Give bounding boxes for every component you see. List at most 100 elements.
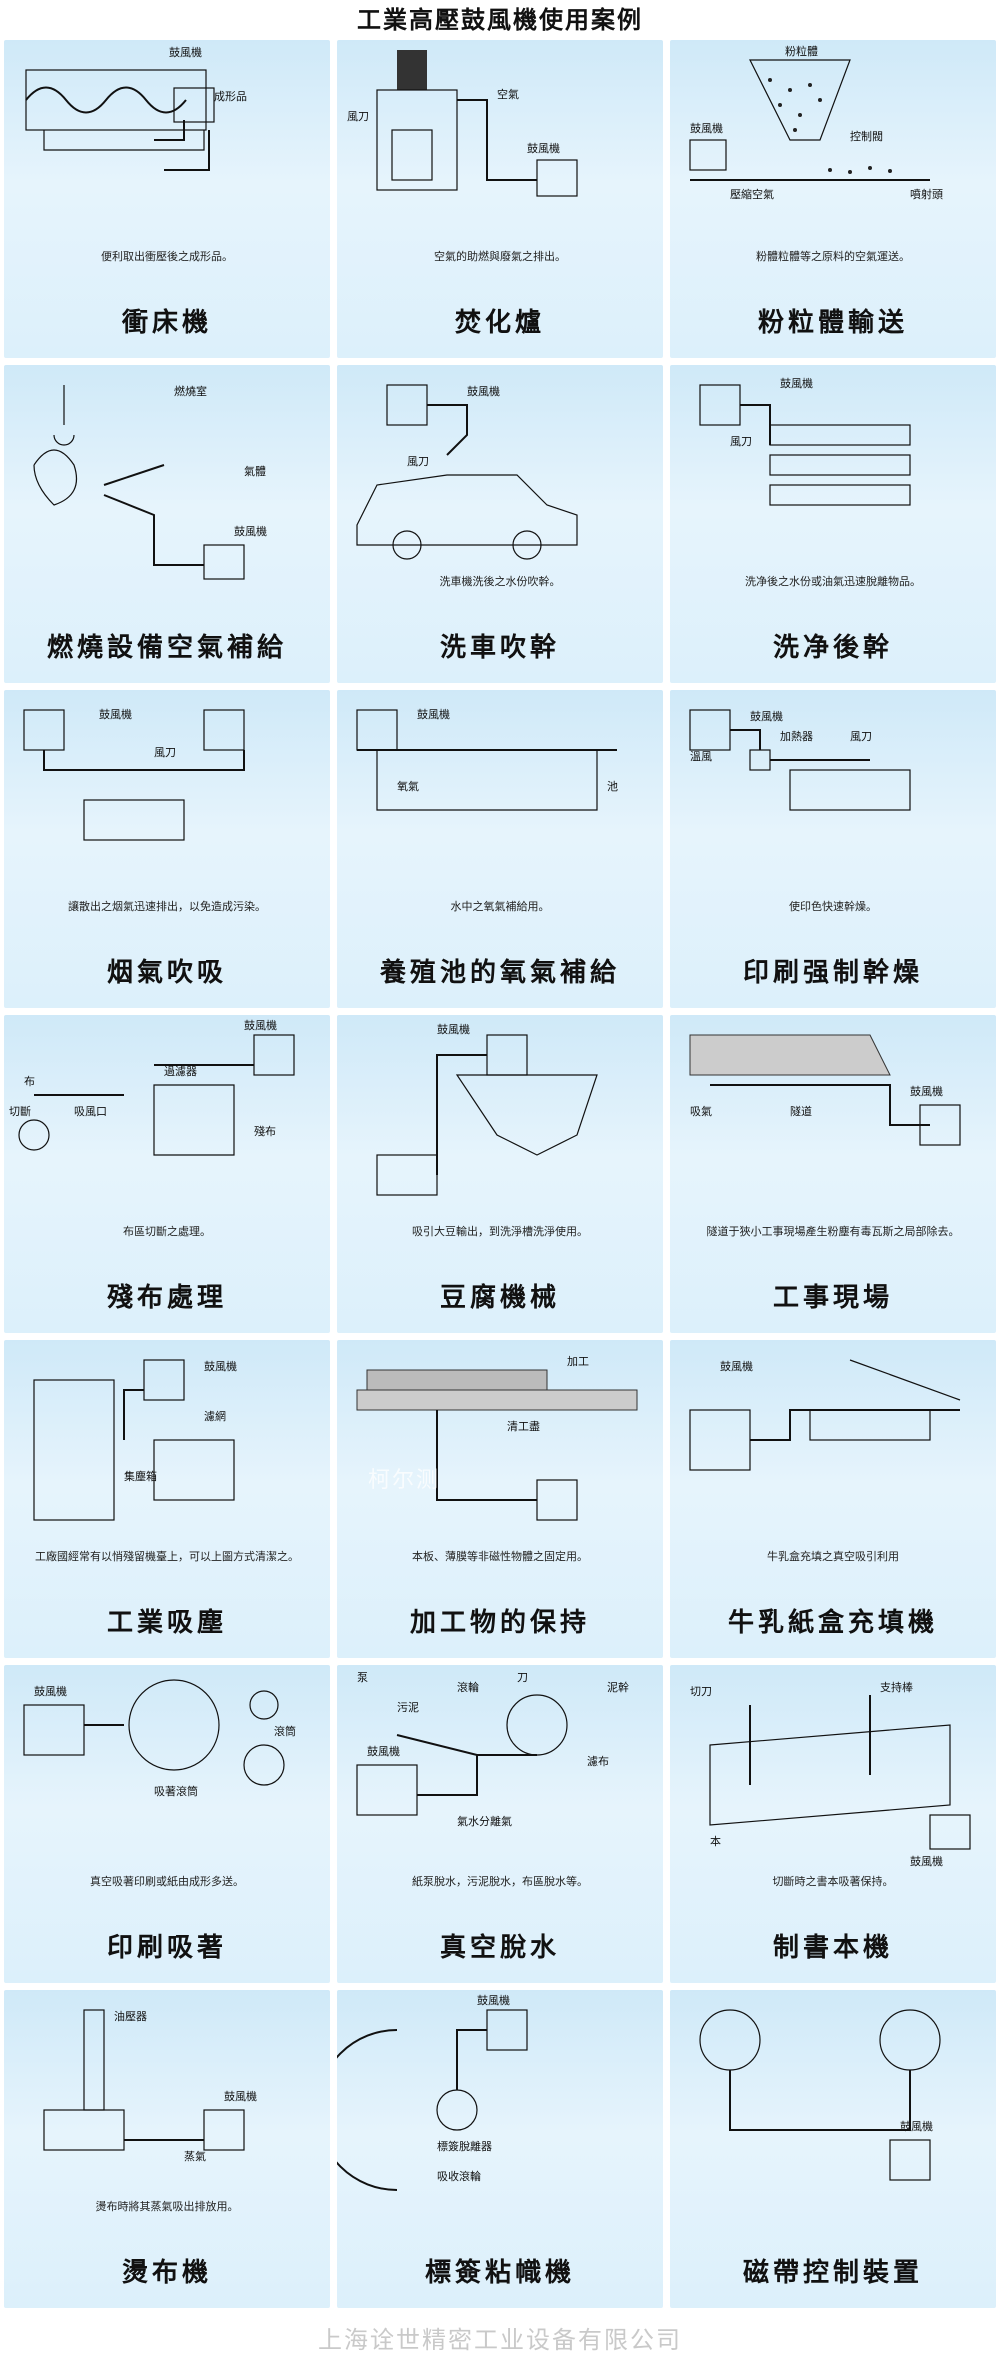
card-caption: 工廠國經常有以悄殘留機臺上，可以上圖方式清潔之。 <box>35 1550 299 1563</box>
label-roller: 滾筒 <box>274 1724 296 1738</box>
card-caption: 便利取出衝壓後之成形品。 <box>101 250 233 263</box>
card-title: 燃燒設備空氣補給 <box>46 633 287 663</box>
card-combustion-air: 燃燒室 氣體 鼓風機 燃燒設備空氣補給 <box>4 365 330 683</box>
label-blower: 鼓風機 <box>34 1684 67 1698</box>
label-knife: 風刀 <box>154 746 176 759</box>
card-construction-site: 鼓風機 吸氣 隧道 隧道于狹小工事現場產生粉塵有毒瓦斯之局部除去。 工事現場 <box>670 1015 996 1333</box>
label-wheel: 滾輪 <box>457 1680 479 1694</box>
card-caption: 吸引大豆輸出，到洗淨槽洗淨使用。 <box>412 1225 588 1238</box>
card-workpiece-holding: 加工 清工盡 本板、薄膜等非磁性物體之固定用。 加工物的保持 <box>337 1340 663 1658</box>
label-air: 空氣 <box>497 87 519 101</box>
label-cloth: 濾布 <box>587 1754 609 1768</box>
label-oxygen: 氧氣 <box>397 779 419 793</box>
label-blower: 鼓風機 <box>780 376 813 390</box>
label-nozzle: 噴射頭 <box>910 187 943 201</box>
card-caption: 布區切斷之處理。 <box>123 1225 211 1238</box>
milk-carton-diagram: 鼓風機 <box>689 1359 961 1471</box>
card-title: 豆腐機械 <box>439 1283 560 1313</box>
label-waste: 殘布 <box>254 1124 276 1138</box>
label-work: 加工 <box>567 1355 589 1368</box>
wash-dry-diagram: 鼓風機 風刀 <box>699 376 911 506</box>
label-knife: 切刀 <box>690 1685 712 1698</box>
label-oil: 油壓器 <box>114 2009 147 2023</box>
card-title: 印刷吸著 <box>106 1933 227 1963</box>
label-valve: 控制閥 <box>850 129 883 143</box>
label-blower: 鼓風機 <box>204 1359 237 1373</box>
label-air: 壓縮空氣 <box>730 187 774 201</box>
construction-diagram: 鼓風機 吸氣 隧道 <box>689 1034 961 1146</box>
label-separator: 氣水分離氣 <box>457 1814 512 1828</box>
label-knife: 風刀 <box>407 455 429 468</box>
card-caption: 燙布時將其蒸氣吸出排放用。 <box>95 2200 239 2213</box>
page-title: 工業高壓鼓風機使用案例 <box>357 5 643 34</box>
label-blower: 鼓風機 <box>900 2119 933 2133</box>
label-blower: 鼓風機 <box>169 45 202 59</box>
label-chamber: 燃燒室 <box>174 384 207 398</box>
card-title: 磁帶控制裝置 <box>742 2258 923 2288</box>
card-title: 標簽粘幟機 <box>424 2258 575 2288</box>
label-applicator-diagram: 鼓風機 標簽脫離器 吸收滾輪 <box>337 1993 528 2191</box>
card-title: 養殖池的氧氣補給 <box>379 958 620 988</box>
card-title: 加工物的保持 <box>409 1608 590 1638</box>
card-caption: 使印色快速幹燥。 <box>789 900 877 913</box>
industrial-dust-diagram: 鼓風機 濾網 集塵箱 <box>33 1359 237 1521</box>
label-blade: 刀 <box>517 1671 528 1684</box>
card-caption: 紙泵脫水，污泥脫水，布區脫水等。 <box>412 1875 588 1888</box>
punch-press-diagram: 鼓風機 成形品 <box>25 45 247 171</box>
card-print-drying: 鼓風機 加熱器 溫風 風刀 使印色快速幹燥。 印刷强制幹燥 <box>670 690 996 1008</box>
watermark: 柯尔测 <box>368 1468 441 1493</box>
label-blower: 鼓風機 <box>720 1359 753 1373</box>
label-tunnel: 隧道 <box>790 1104 812 1118</box>
label-inlet: 吸風口 <box>74 1105 107 1118</box>
label-bar: 支持棒 <box>880 1680 913 1694</box>
card-title: 燙布機 <box>121 2258 212 2288</box>
label-net: 濾網 <box>204 1409 226 1423</box>
label-powder: 粉粒體 <box>785 44 818 58</box>
label-heater: 加熱器 <box>780 730 813 743</box>
card-caption: 洗净後之水份或油氣迅速脫離物品。 <box>745 575 921 588</box>
label-blower: 鼓風機 <box>477 1993 510 2007</box>
card-bookbinding: 切刀 支持棒 本 鼓風機 切斷時之書本吸著保持。 制書本機 <box>670 1665 996 1983</box>
card-caption: 粉體粒體等之原料的空氣運送。 <box>756 250 910 263</box>
label-filter: 過濾器 <box>164 1064 197 1078</box>
label-blower: 鼓風機 <box>690 121 723 135</box>
label-blower: 鼓風機 <box>234 524 267 538</box>
label-blower: 鼓風機 <box>910 1084 943 1098</box>
card-title: 殘布處理 <box>106 1283 227 1313</box>
label-knife: 風刀 <box>347 110 369 123</box>
card-title: 工事現場 <box>772 1283 893 1313</box>
label-cut: 切斷 <box>9 1105 31 1118</box>
label-pump: 泵 <box>357 1671 368 1684</box>
card-title: 真空脫水 <box>439 1933 560 1963</box>
card-waste-cloth: 鼓風機 布 過濾器 切斷 吸風口 殘布 布區切斷之處理。 殘布處理 <box>4 1015 330 1333</box>
card-caption: 空氣的助燃與廢氣之排出。 <box>434 250 566 263</box>
powder-transport-diagram: 粉粒體 鼓風機 控制閥 壓縮空氣 噴射頭 <box>689 44 943 201</box>
card-title: 印刷强制幹燥 <box>742 958 923 988</box>
label-book: 本 <box>710 1834 721 1848</box>
card-caption: 牛乳盒充填之真空吸引利用 <box>767 1550 899 1563</box>
label-gas: 氣體 <box>244 464 266 478</box>
print-suction-diagram: 鼓風機 滾筒 吸著滾筒 <box>23 1679 296 1798</box>
card-caption: 水中之氧氣補給用。 <box>450 900 550 913</box>
label-cloth: 布 <box>24 1075 35 1088</box>
label-suction: 吸著滾筒 <box>154 1784 198 1798</box>
print-drying-diagram: 鼓風機 加熱器 溫風 風刀 <box>689 709 911 811</box>
card-title: 牛乳紙盒充填機 <box>727 1608 938 1638</box>
label-blower: 鼓風機 <box>467 384 500 398</box>
card-fume-extraction: 鼓風機 風刀 讓散出之烟氣迅速排出，以免造成污染。 烟氣吹吸 <box>4 690 330 1008</box>
combustion-diagram: 燃燒室 氣體 鼓風機 <box>33 384 267 580</box>
card-car-wash: 鼓風機 風刀 洗車機洗後之水份吹幹。 洗車吹幹 <box>337 365 663 683</box>
card-tofu-machine: 鼓風機 吸引大豆輸出，到洗淨槽洗淨使用。 豆腐機械 <box>337 1015 663 1333</box>
card-title: 洗净後幹 <box>772 633 893 663</box>
card-print-suction: 鼓風機 滾筒 吸著滾筒 真空吸著印刷或紙由成形多送。 印刷吸著 <box>4 1665 330 1983</box>
incinerator-diagram: 空氣 風刀 鼓風機 <box>347 50 578 197</box>
label-knife: 風刀 <box>730 435 752 448</box>
card-title: 工業吸塵 <box>106 1608 227 1638</box>
card-title: 焚化爐 <box>454 308 545 338</box>
label-knife: 風刀 <box>850 730 872 743</box>
card-title: 洗車吹幹 <box>439 633 560 663</box>
card-caption: 讓散出之烟氣迅速排出，以免造成污染。 <box>68 900 266 913</box>
waste-cloth-diagram: 鼓風機 布 過濾器 切斷 吸風口 殘布 <box>9 1018 295 1156</box>
label-blower: 鼓風機 <box>910 1854 943 1868</box>
card-pond-oxygen: 鼓風機 氧氣 池 水中之氧氣補給用。 養殖池的氧氣補給 <box>337 690 663 1008</box>
